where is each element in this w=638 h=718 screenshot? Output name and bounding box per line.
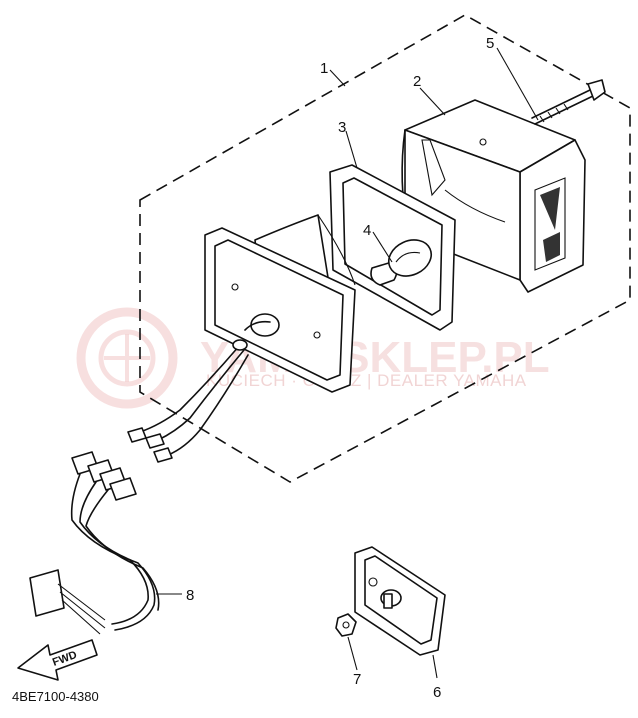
callout-8: 8 xyxy=(186,587,194,604)
callout-7: 7 xyxy=(353,671,361,688)
leader-lines xyxy=(329,47,539,679)
nut-part-7 xyxy=(335,613,357,637)
callouts: 1 2 3 4 5 6 7 8 xyxy=(186,35,494,701)
plate-part-6 xyxy=(354,546,446,656)
watermark-logo xyxy=(76,307,178,409)
wire-harness-part-8 xyxy=(29,451,182,635)
fwd-arrow-icon: FWD xyxy=(17,639,98,681)
callout-2: 2 xyxy=(413,73,421,90)
callout-6: 6 xyxy=(433,684,441,701)
lamp-base-plate xyxy=(204,227,356,393)
callout-5: 5 xyxy=(486,35,494,52)
screw-part-5 xyxy=(531,79,606,125)
part-code: 4BE7100-4380 xyxy=(12,689,99,704)
assembly-boundary xyxy=(139,14,631,483)
gasket-part-3 xyxy=(329,164,456,331)
callout-3: 3 xyxy=(338,119,346,136)
callout-4: 4 xyxy=(363,222,371,239)
watermark-subtitle: KUCIECH · OWICZ | DEALER YAMAHA xyxy=(206,371,527,390)
lamp-wires xyxy=(127,339,249,463)
bulb-part-4 xyxy=(370,239,432,286)
callout-1: 1 xyxy=(320,60,328,77)
